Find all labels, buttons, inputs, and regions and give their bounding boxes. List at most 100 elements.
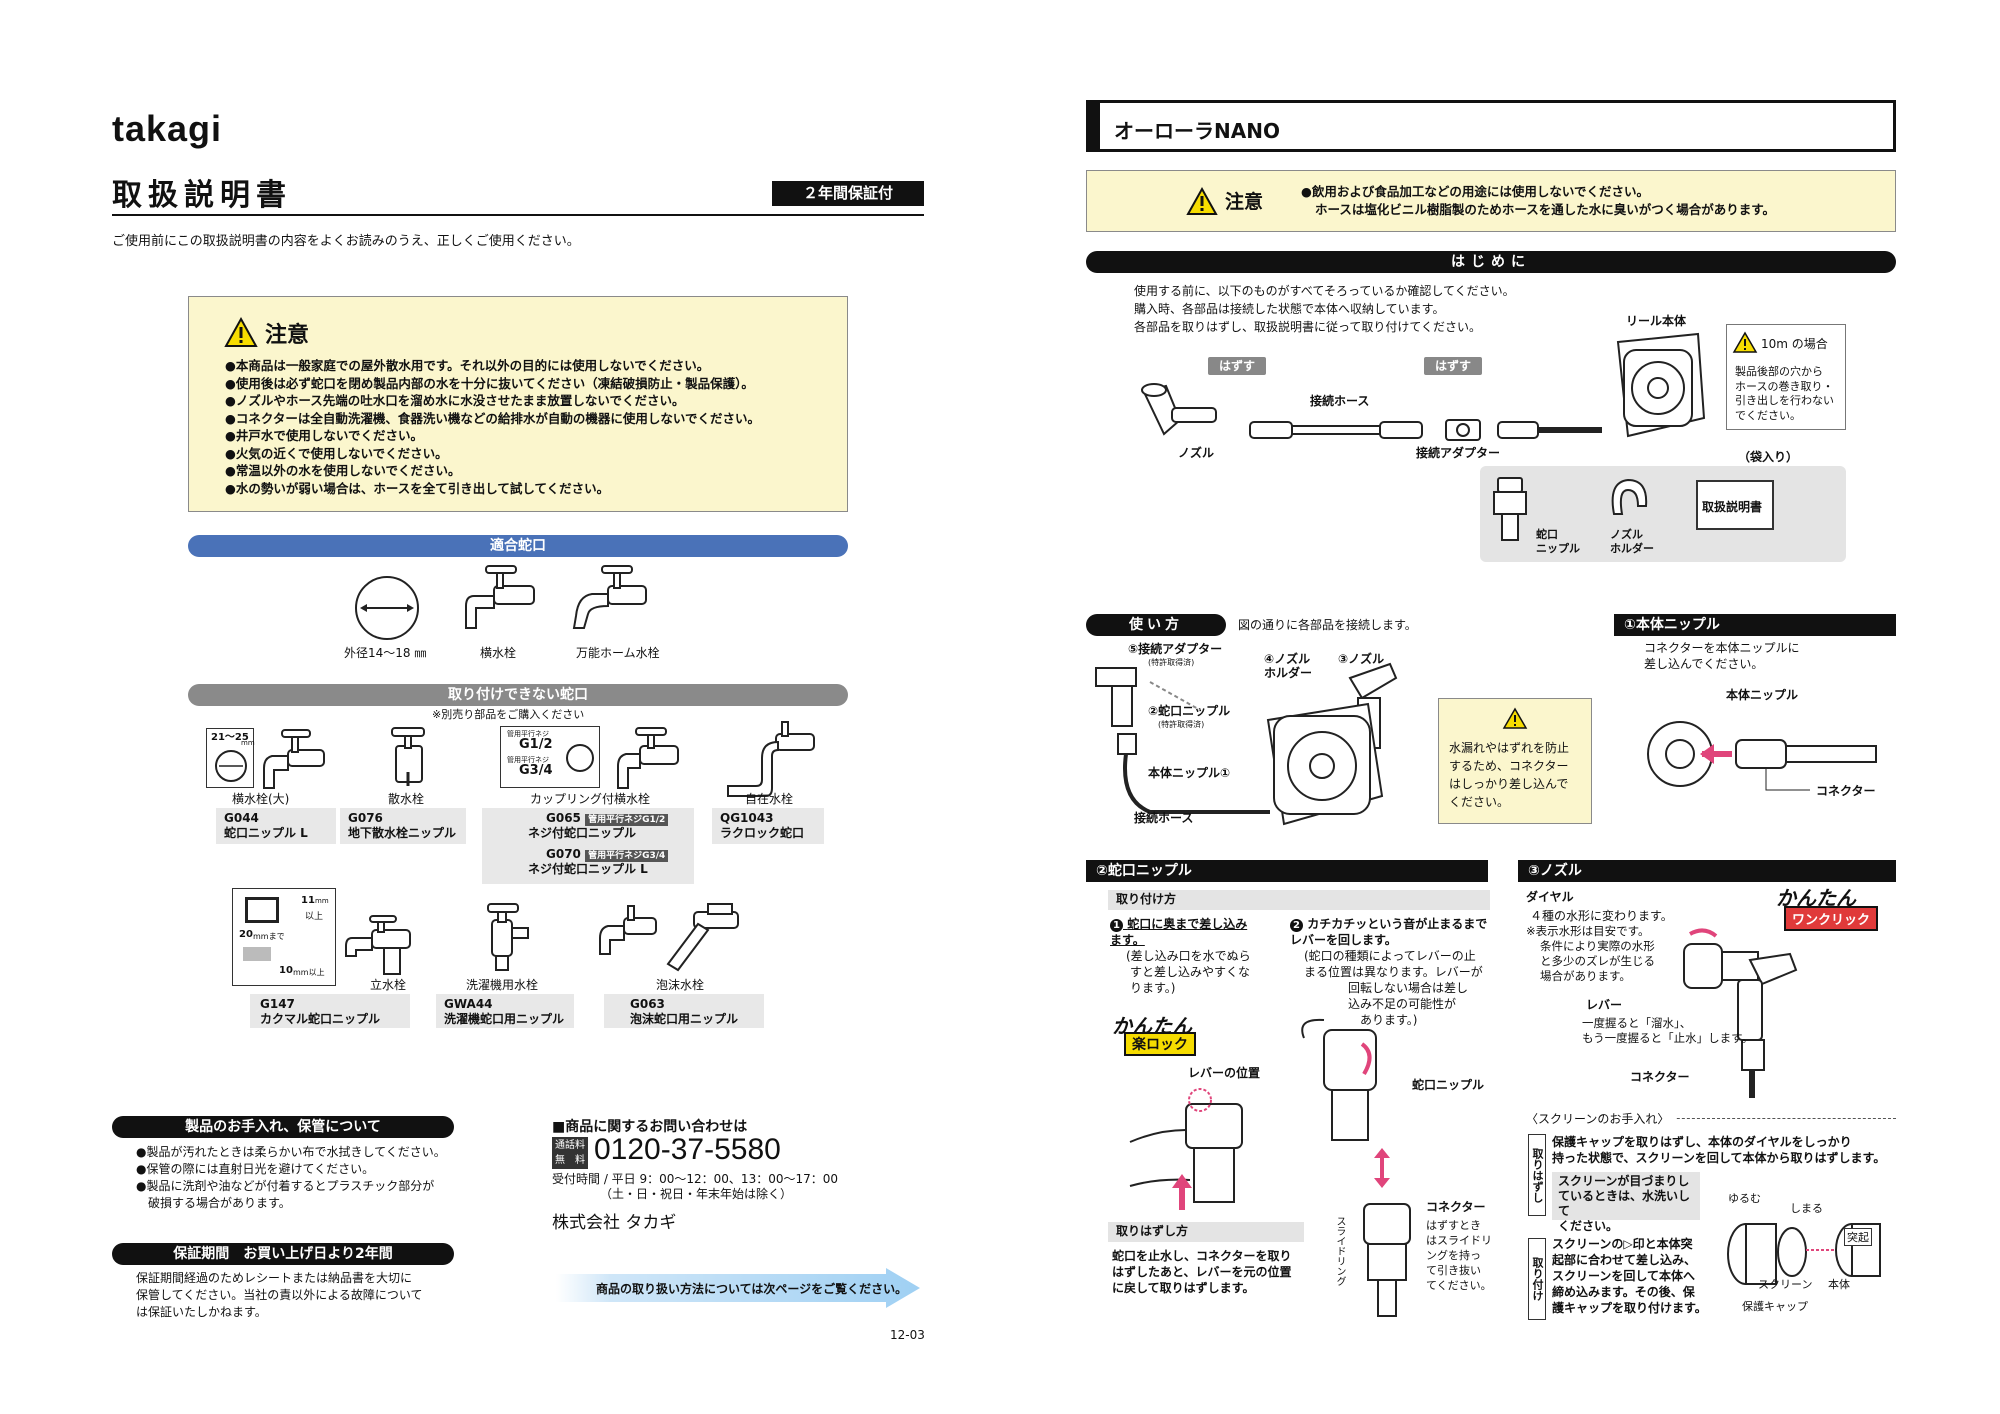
faucet-nipple-header: ②蛇口ニップル [1086,860,1488,882]
nozzle-note-line: と多少のズレが生じる [1540,954,1655,968]
usage-warn-line: 水漏れやはずれを防止 [1449,741,1570,755]
foam-faucet-icon [599,903,739,972]
intro-text: ご使用前にこの取扱説明書の内容をよくお読みのうえ、正しくご使用ください。 [112,234,580,249]
dim-tap [243,947,271,961]
part-name: 蛇口ニップル L [224,826,308,840]
faucet-label: 立水栓 [370,978,407,992]
caution-item: ●水の勢いが弱い場合は、ホースを全て引き出して試してください。 [225,480,610,496]
title-rule [112,214,924,216]
lever-line: 一度握ると「溜水」、 [1582,1016,1692,1030]
usage-desc: 図の通りに各部品を接続します。 [1238,618,1417,632]
screen-attach-line: 護キャップを取り付けます。 [1552,1301,1707,1315]
part-code: G063 [630,997,665,1011]
nipple-sub: (特許取得済) [1158,720,1205,729]
contact-hours: 受付時間 / 平日 9：00～12：00、13：00～17：00 [552,1172,839,1186]
oneclick-badge: ワンクリック [1784,906,1879,931]
faucet-label: カップリング付横水栓 [530,792,651,806]
connector-label: コネクター [1630,1070,1690,1084]
nozzle-header: ③ノズル [1518,860,1896,882]
hose-label: 接続ホース [1310,394,1370,408]
caution-item: ●本商品は一般家庭での屋外散水用です。それ以外の目的には使用しないでください。 [225,358,710,373]
dim-10-unit: mm以上 [293,968,325,977]
nipple-label: ②蛇口ニップル [1148,704,1231,718]
dim-11: 11 [301,895,315,906]
usage-warn-line: ください。 [1449,795,1510,809]
lever-line: もう一度握ると「止水」します。 [1582,1031,1754,1045]
caution-list: ●本商品は一般家庭での屋外散水用です。それ以外の目的には使用しないでください。 … [225,357,760,497]
cap-label: 保護キャップ [1742,1300,1808,1313]
part-code: G076 [348,811,383,825]
warranty-header: 保証期間 お買い上げ日より2年間 [112,1243,454,1265]
warning-icon [1186,186,1218,215]
incompatible-note: ※別売り部品をご購入ください [432,708,585,721]
warranty-line: 保管してください。当社の責以外による故障について [136,1288,423,1302]
company-name: 株式会社 タカギ [552,1213,677,1233]
warn-title: 10m の場合 [1761,337,1828,351]
usage-warn-box: 水漏れやはずれを防止 するため、コネクター はしっかり差し込んで ください。 [1438,698,1592,824]
faucet-label: 散水栓 [388,792,425,806]
clog-box: スクリーンが目づまりし ているときは、水洗いして ください。 [1552,1172,1700,1233]
screen-attach-line: 起部に合わせて差し込み、 [1552,1253,1697,1267]
reel-icon [1616,332,1706,438]
intro-line: 使用する前に、以下のものがすべてそろっているか確認してください。 [1134,284,1515,298]
slide-arrow [1374,1148,1390,1188]
lever-desc: 一度握ると「溜水」、 もう一度握ると「止水」します。 [1582,1016,1753,1046]
horizontal-faucet-icon [465,565,535,629]
connector-label: コネクター [1426,1200,1486,1214]
lever-label: レバー [1586,998,1623,1012]
screen-attach-line: 締め込みます。その後、保 [1552,1285,1695,1299]
remove-label: はずす [1424,357,1482,375]
nipple-label: 蛇口ニップル [1412,1078,1485,1092]
lever-illustration [1129,1088,1243,1210]
screen-divider [1526,1118,1896,1119]
pipe-g12: G1/2 [519,737,553,752]
reel-label: リール本体 [1626,314,1687,328]
care-item: ●保管の際には直射日光を避けてください。 [136,1162,375,1176]
step1: 1 蛇口に奥まで差し込みます。 (差し込み口を水でぬら すと差し込みやすくな り… [1110,916,1256,996]
nozzle-icon [1141,383,1217,436]
body-nipple-line: 差し込んでください。 [1644,657,1764,671]
holder-label: ノズル ホルダー [1610,528,1654,555]
remove-tab: 取りはずし [1528,1134,1546,1216]
next-page-text: 商品の取り扱い方法については次ページをご覧ください。 [596,1282,908,1296]
warn-text: 製品後部の穴から ホースの巻き取り・ 引き出しを行わない でください。 [1735,365,1834,423]
top-caution-box: 注意 ●飲用および食品加工などの用途には使用しないでください。 ホースは塩化ビニ… [1086,170,1896,232]
remove-line: に戻して取りはずします。 [1112,1281,1255,1295]
connector-note-line: はスライドリ [1426,1234,1492,1247]
adapter-sub: (特許取得済) [1148,658,1195,667]
body-nipple-icon [1647,721,1877,791]
remove-line: 蛇口を止水し、コネクターを取り [1112,1249,1292,1263]
part-code: QG1043 [720,811,774,825]
screen-label: スクリーン [1758,1278,1813,1291]
care-list: ●製品が汚れたときは柔らかい布で水拭きしてください。 ●保管の際には直射日光を避… [136,1144,446,1212]
nozzle-note-line: 場合があります。 [1540,969,1631,983]
remove-label: はずす [1208,357,1266,375]
pipe-label: 管用平行ネジ [507,756,549,764]
tighten-label: しまる [1790,1202,1823,1215]
connector-note-line: ングを持っ [1426,1249,1481,1262]
screen-attach: スクリーンの▷印と本体突 起部に合わせて差し込み、 スクリーンを回して本体へ 締… [1552,1236,1707,1316]
pipe-g34: G3/4 [519,763,553,778]
hose-label: 接続ホース [1134,811,1194,825]
caution-item: ●井戸水で使用しないでください。 [225,428,424,443]
dim-20-unit: mmまで [253,932,285,941]
intro-text: 使用する前に、以下のものがすべてそろっているか確認してください。 購入時、各部品… [1134,282,1515,336]
adapter-label: 接続アダプター [1416,446,1501,460]
reel-hose-icon [1497,421,1602,439]
loosen-label: ゆるむ [1728,1192,1761,1205]
connector-note-line: はずすとき [1426,1219,1481,1232]
caution-item: ●ノズルやホース先端の吐水口を溜め水に水没させたまま放置しないでください。 [225,393,685,408]
holder-label: ④ノズル ホルダー [1264,652,1313,680]
intro-line: 購入時、各部品は接続した状態で本体へ収納しています。 [1134,302,1445,316]
screen-remove-line: 持った状態で、スクリーンを回して本体から取りはずします。 [1552,1151,1886,1165]
part-code: G044 [224,811,259,825]
warning-icon [1732,331,1758,353]
accessories-box: 蛇口 ニップル ノズル ホルダー 取扱説明書 [1480,466,1846,562]
faucet-nipple-icon [1493,477,1527,541]
page-title: 取扱説明書 [112,178,292,213]
incompatible-header: 取り付けできない蛇口 [188,684,848,706]
connector-note: はずすとき はスライドリ ングを持っ て引き抜い てください。 [1426,1218,1492,1293]
pipe-diameter-icon [355,576,419,640]
part-tag: 管用平行ネジG1/2 [585,814,669,826]
nozzle-note-line: ※表示水形は目安です。 [1526,924,1650,938]
